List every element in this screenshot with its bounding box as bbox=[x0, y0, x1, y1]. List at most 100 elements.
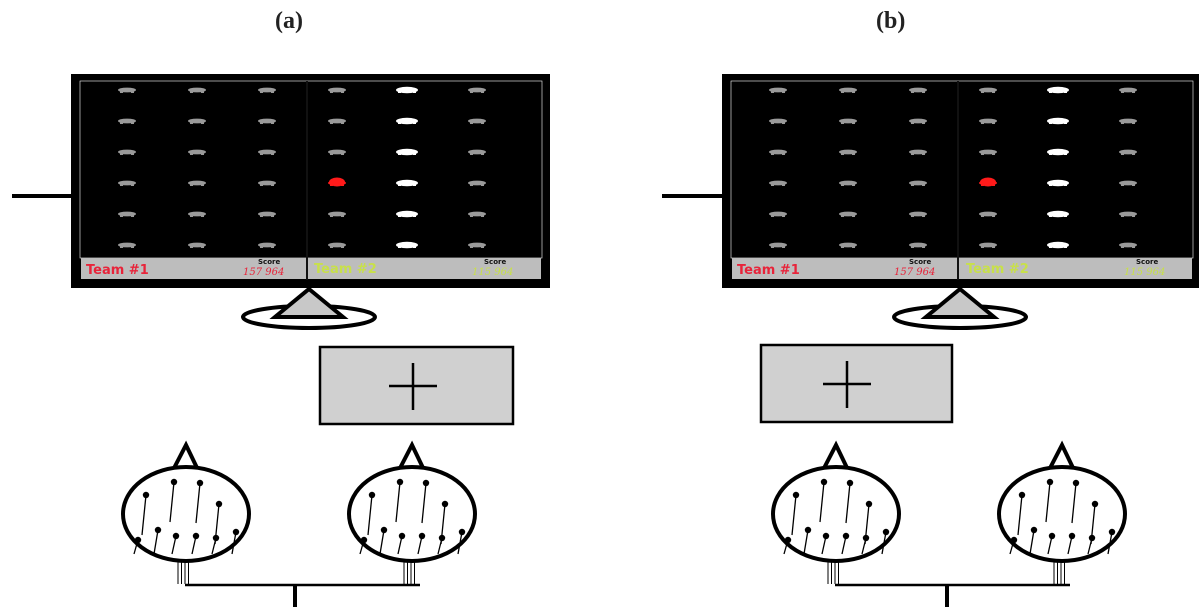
electrode-icon bbox=[784, 536, 792, 544]
invader bbox=[839, 180, 857, 186]
invader bbox=[118, 87, 136, 93]
invader bbox=[909, 242, 927, 248]
electrode-icon bbox=[842, 532, 850, 540]
panel-label-b: (b) bbox=[876, 8, 906, 34]
invader bbox=[979, 118, 997, 124]
invader bbox=[1119, 118, 1137, 124]
team2-name: Team #2 bbox=[314, 262, 377, 277]
team1-name: Team #1 bbox=[737, 263, 800, 278]
invader bbox=[769, 87, 787, 93]
electrode-icon bbox=[1018, 491, 1026, 499]
eeg-wiring bbox=[835, 583, 1070, 607]
invader bbox=[188, 118, 206, 124]
invader bbox=[839, 242, 857, 248]
electrode-icon bbox=[232, 528, 240, 536]
electrode-icon bbox=[1088, 534, 1096, 542]
fixation-cue-box bbox=[318, 345, 515, 426]
invader bbox=[1047, 241, 1069, 249]
electrode-icon bbox=[1030, 526, 1038, 534]
panel-label-a: (a) bbox=[275, 8, 303, 34]
invader bbox=[979, 242, 997, 248]
eeg-head-player-2 bbox=[997, 440, 1127, 584]
team2-score: 115 964 bbox=[1124, 267, 1165, 278]
invader bbox=[188, 211, 206, 217]
invader bbox=[979, 149, 997, 155]
electrode-icon bbox=[1072, 479, 1080, 487]
invader bbox=[188, 242, 206, 248]
invader bbox=[188, 149, 206, 155]
invader bbox=[1119, 87, 1137, 93]
invader bbox=[118, 211, 136, 217]
invader bbox=[1047, 210, 1069, 218]
electrode-icon bbox=[154, 526, 162, 534]
eeg-head-player-1 bbox=[771, 440, 901, 584]
invader bbox=[979, 211, 997, 217]
invader-grid bbox=[118, 86, 486, 249]
panel-a: Team #1 Score 157 964 Team #2 Score 115 … bbox=[12, 74, 550, 607]
invader bbox=[258, 118, 276, 124]
invader bbox=[468, 149, 486, 155]
invader bbox=[328, 242, 346, 248]
invader bbox=[258, 149, 276, 155]
electrode-icon bbox=[396, 478, 404, 486]
invader bbox=[396, 117, 418, 125]
invader bbox=[188, 87, 206, 93]
electrode-icon bbox=[458, 528, 466, 536]
electrode-icon bbox=[1048, 532, 1056, 540]
score-bar bbox=[732, 258, 1192, 279]
invader bbox=[909, 211, 927, 217]
invader bbox=[396, 148, 418, 156]
invader bbox=[328, 87, 346, 93]
electrode-icon bbox=[215, 500, 223, 508]
electrode-icon bbox=[196, 479, 204, 487]
eeg-wiring bbox=[185, 583, 420, 607]
invader bbox=[118, 242, 136, 248]
invader bbox=[909, 149, 927, 155]
game-screen bbox=[79, 80, 543, 259]
invader bbox=[769, 242, 787, 248]
team1-score-header: Score bbox=[258, 258, 280, 266]
invader bbox=[396, 179, 418, 187]
electrode-icon bbox=[438, 534, 446, 542]
electrode-icon bbox=[792, 491, 800, 499]
team2-name: Team #2 bbox=[966, 262, 1029, 277]
invader bbox=[118, 118, 136, 124]
invader bbox=[839, 149, 857, 155]
invader bbox=[396, 86, 418, 94]
invader bbox=[468, 242, 486, 248]
invader bbox=[769, 118, 787, 124]
electrode-icon bbox=[368, 491, 376, 499]
electrode-icon bbox=[1068, 532, 1076, 540]
electrode-icon bbox=[212, 534, 220, 542]
team1-score: 157 964 bbox=[894, 267, 935, 278]
invader bbox=[328, 211, 346, 217]
invader bbox=[258, 87, 276, 93]
team2-score-header: Score bbox=[484, 258, 506, 266]
invader bbox=[396, 210, 418, 218]
electrode-icon bbox=[822, 532, 830, 540]
score-bar bbox=[81, 258, 541, 279]
invader bbox=[1047, 117, 1069, 125]
invader bbox=[979, 87, 997, 93]
electrode-icon bbox=[134, 536, 142, 544]
electrode-icon bbox=[441, 500, 449, 508]
electrode-icon bbox=[1046, 478, 1054, 486]
invader bbox=[1047, 86, 1069, 94]
invader-target bbox=[328, 177, 346, 187]
electrode-icon bbox=[172, 532, 180, 540]
invader bbox=[839, 211, 857, 217]
monitor: Team #1 Score 157 964 Team #2 Score 115 … bbox=[722, 74, 1199, 288]
electrode-icon bbox=[192, 532, 200, 540]
electrode-icon bbox=[360, 536, 368, 544]
invader bbox=[328, 118, 346, 124]
team2-score-header: Score bbox=[1136, 258, 1158, 266]
invader bbox=[1119, 180, 1137, 186]
invader bbox=[188, 180, 206, 186]
invader bbox=[839, 87, 857, 93]
invader bbox=[1119, 211, 1137, 217]
invader bbox=[769, 211, 787, 217]
team1-score: 157 964 bbox=[243, 267, 284, 278]
electrode-icon bbox=[142, 491, 150, 499]
team1-score-header: Score bbox=[909, 258, 931, 266]
electrode-icon bbox=[1010, 536, 1018, 544]
